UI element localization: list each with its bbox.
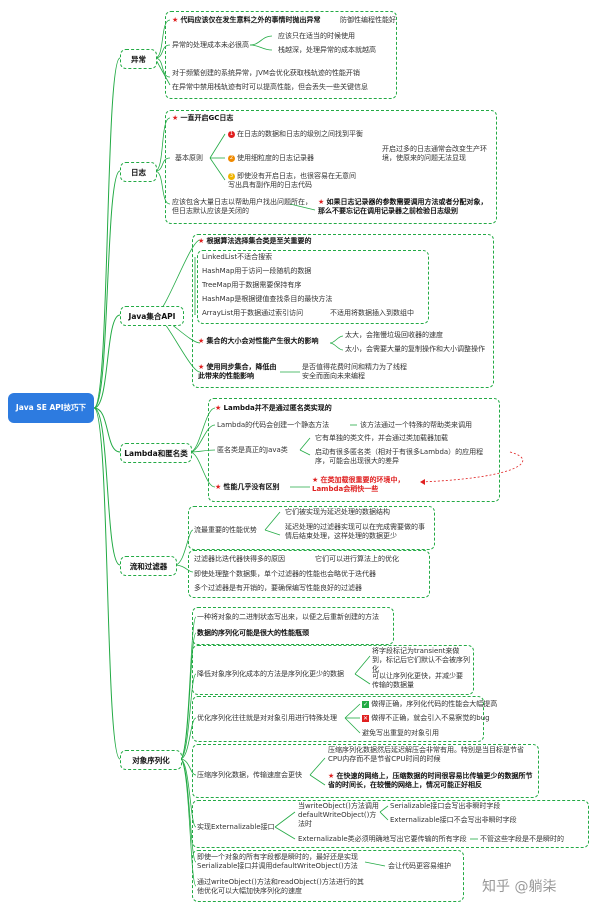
- exceptions-item-1: 防御性编程性能好: [340, 16, 396, 24]
- logging-item-7: ★ 如果日志记录器的参数需要调用方法或者分配对象，那么不要忘记在调用记录器之前检…: [318, 198, 488, 215]
- watermark: 知乎 @躺柒: [482, 879, 557, 895]
- collections-item-3: TreeMap用于数据需要保持有序: [202, 281, 302, 289]
- branch-serialization[interactable]: 对象序列化: [120, 750, 182, 770]
- collections-item-0: ★ 根据算法选择集合类是至关重要的: [198, 237, 312, 245]
- branch-exceptions[interactable]: 异常: [120, 49, 157, 69]
- cross-icon: ✕: [362, 715, 370, 722]
- logging-item-6: 应该包含大量日志以帮助用户找出问题所在，但日志默认应该是关闭的: [172, 198, 312, 215]
- logging-group: [165, 110, 497, 224]
- collections-item-5: ArrayList用于数据通过索引访问: [202, 309, 304, 317]
- star-icon: ★: [318, 198, 327, 206]
- lambda-item-6: ★ 性能几乎没有区别: [215, 483, 280, 491]
- star-icon: ★: [215, 483, 224, 491]
- star-icon: ★: [328, 772, 337, 780]
- collections-item-11: 是否值得花费时间和精力为了线程安全而面向未来编程: [302, 363, 407, 380]
- serialization-group-a: [192, 607, 394, 645]
- serialization-item-11: ★ 在快速的网络上，压缩数据的时间很容易比传输更少的数据所节省的时间长，在较慢的…: [328, 772, 533, 789]
- collections-item-6: 不适用将数据插入到数组中: [330, 309, 414, 317]
- exceptions-item-4: 栈越深，处理异常的成本就越高: [278, 46, 376, 54]
- lambda-item-4: 它有单独的类文件，并会通过类加载器加载: [315, 434, 448, 442]
- lambda-item-0: ★ Lambda并不是通过匿名类实现的: [215, 404, 332, 412]
- star-icon: ★: [215, 404, 224, 412]
- streams-item-0: 流最重要的性能优势: [194, 526, 257, 534]
- serialization-item-15: Externalizable接口不会写出非瞬时字段: [390, 816, 517, 824]
- collections-list-group: [197, 250, 429, 324]
- collections-item-9: 太小，会需要大量的复制操作和大小调整操作: [345, 345, 485, 353]
- logging-item-3: 开启过多的日志通常会改变生产环境，使原来的问题无法显现: [382, 145, 487, 162]
- collections-item-10: ★ 使用同步集合，降低由此带来的性能影响: [198, 363, 277, 380]
- serialization-item-1: 数据的序列化可能是很大的性能瓶颈: [197, 629, 309, 637]
- serialization-item-5: 优化序列化往往就是对对象引用进行特殊处理: [197, 714, 337, 722]
- collections-item-2: HashMap用于访问一段随机的数据: [202, 267, 312, 275]
- serialization-item-8: 避免写出重复的对象引用: [362, 729, 439, 737]
- serialization-item-6: ✓ 做得正确，序列化代码的性能会大幅提高: [362, 700, 498, 708]
- streams-item-4: 它们可以进行算法上的优化: [315, 555, 399, 563]
- serialization-item-14: Serializable接口会写出非瞬时字段: [390, 802, 501, 810]
- serialization-group-f: [192, 850, 464, 902]
- streams-item-5: 即使处理整个数据集，单个过滤器的性能也会略优于迭代器: [194, 570, 376, 578]
- serialization-item-12: 实现Externalizable接口: [197, 823, 275, 831]
- streams-group-a: [188, 506, 435, 550]
- streams-item-6: 多个过滤器是有开销的，要确保编写性能良好的过滤器: [194, 584, 362, 592]
- exceptions-item-3: 应该只在适当的时候使用: [278, 32, 355, 40]
- serialization-item-3: 将字段标记为transient来做到，标记后它们默认不会被序列化: [372, 647, 470, 673]
- star-icon: ★: [198, 363, 207, 371]
- serialization-item-17: 不管这些字段是不是瞬时的: [480, 835, 564, 843]
- number-2-icon: 2: [228, 154, 235, 162]
- logging-item-0: ★ 一直开启GC日志: [172, 114, 234, 122]
- star-icon: ★: [172, 114, 181, 122]
- number-1-icon: 1: [228, 130, 235, 138]
- serialization-item-13: 当writeObject()方法调用defaultWriteObject()方法…: [298, 802, 379, 828]
- serialization-item-20: 通过writeObject()方法和readObject()方法进行的其他优化可…: [197, 878, 364, 895]
- collections-item-8: 太大，会拖慢垃圾回收器的速度: [345, 331, 443, 339]
- star-icon: ★: [198, 337, 207, 345]
- lambda-item-7: ★ 在类加载很重要的环境中，Lambda会稍快一些: [312, 476, 405, 493]
- lambda-item-1: Lambda的代码会创建一个静态方法: [217, 421, 330, 429]
- star-icon: ★: [172, 16, 181, 24]
- serialization-group-d: [192, 744, 539, 798]
- lambda-item-2: 该方法通过一个特殊的帮助类来调用: [360, 421, 472, 429]
- logging-item-1: 基本原则: [175, 154, 203, 162]
- serialization-item-9: 压缩序列化数据，传输速度会更快: [197, 771, 302, 779]
- streams-item-2: 延迟处理的过滤器实现可以在完成需要做的事情后结束处理，这样处理的数据更少: [285, 523, 425, 540]
- lambda-item-3: 匿名类是真正的Java类: [217, 446, 288, 454]
- star-icon: ★: [312, 476, 321, 484]
- serialization-group-c: [192, 696, 484, 742]
- serialization-item-2: 降低对象序列化成本的方法是序列化更少的数据: [197, 670, 344, 678]
- exceptions-item-0: ★ 代码应该仅在发生意料之外的事情时抛出异常: [172, 16, 321, 24]
- number-3-icon: 3: [228, 172, 235, 180]
- serialization-item-16: Externalizable类必须明确地写出它要传输的所有字段: [298, 835, 467, 843]
- root-node[interactable]: Java SE API技巧下: [8, 393, 94, 423]
- serialization-item-18: 即使一个对象的所有字段都是瞬时的，最好还是实现Serializable接口并调用…: [197, 853, 358, 870]
- serialization-item-0: 一种将对象的二进制状态写出来，以便之后重新创建的方法: [197, 613, 379, 621]
- branch-collections[interactable]: Java集合API: [120, 306, 184, 326]
- serialization-group-b: [192, 645, 474, 695]
- branch-logging[interactable]: 日志: [120, 162, 157, 182]
- lambda-group: [208, 398, 500, 502]
- streams-item-3: 过滤器比迭代器快得多的原因: [194, 555, 285, 563]
- serialization-item-7: ✕ 做得不正确，就会引入不易察觉的bug: [362, 714, 490, 722]
- branch-lambda[interactable]: Lambda和匿名类: [120, 443, 192, 463]
- branch-streams[interactable]: 流和过滤器: [120, 556, 177, 576]
- serialization-item-10: 压缩序列化数据然后延迟解压会非常有用。特别是当目标是节省CPU内存而不是节省CP…: [328, 746, 524, 763]
- lambda-item-5: 启动有很多匿名类（相对于有很多Lambda）的应用程序，可能会出现很大的差异: [315, 448, 484, 465]
- star-icon: ★: [198, 237, 207, 245]
- collections-group: [192, 234, 494, 388]
- exceptions-group: [165, 11, 397, 99]
- serialization-item-19: 会让代码更容易维护: [388, 862, 451, 870]
- serialization-group-e: [192, 800, 589, 848]
- check-icon: ✓: [362, 701, 370, 708]
- exceptions-item-5: 对于频繁创建的系统异常，JVM会优化获取栈轨迹的性能开销: [172, 69, 360, 77]
- serialization-item-4: 可以让序列化更快，并减少要传输的数据量: [372, 672, 463, 689]
- exceptions-item-6: 在异常中禁用栈轨迹有时可以提高性能，但会丢失一些关键信息: [172, 83, 368, 91]
- exceptions-item-2: 异常的处理成本未必很高: [172, 41, 249, 49]
- streams-group-b: [188, 550, 430, 598]
- collections-item-4: HashMap是根据键值查找条目的最快方法: [202, 295, 333, 303]
- collections-item-7: ★ 集合的大小会对性能产生很大的影响: [198, 337, 319, 345]
- collections-item-1: LinkedList不适合搜索: [202, 253, 273, 261]
- streams-item-1: 它们被实现为延迟处理的数据结构: [285, 508, 390, 516]
